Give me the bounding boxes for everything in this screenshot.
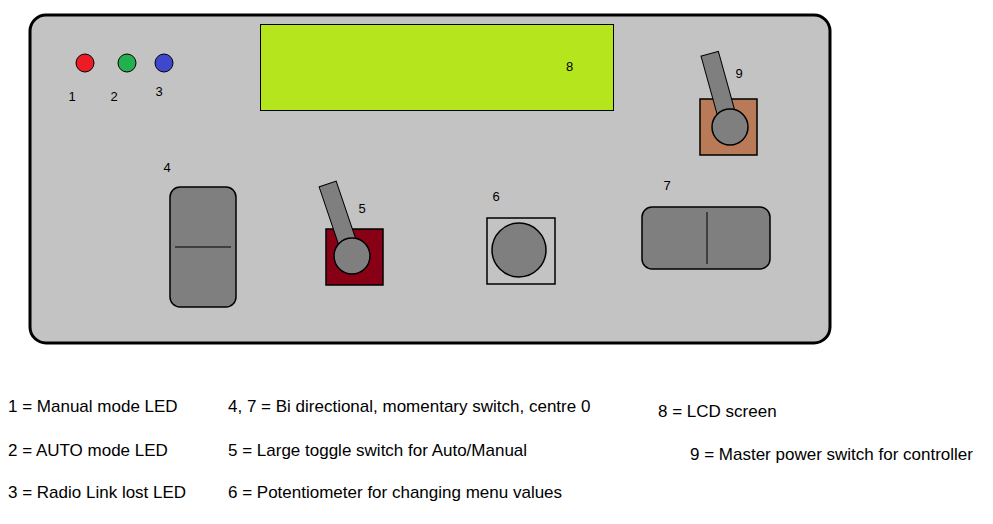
note-text: 9 = Master power switch for controller — [690, 445, 973, 465]
rocker-centre-line — [707, 212, 708, 264]
note-text: 8 = LCD screen — [658, 402, 777, 422]
callout-number: 2 — [110, 89, 117, 105]
callout-number: 3 — [155, 84, 162, 100]
auto-led — [118, 54, 136, 72]
callout-number: 1 — [68, 89, 75, 105]
callout-number: 5 — [358, 201, 365, 217]
rocker-centre-line — [175, 247, 231, 248]
manual-led — [76, 54, 94, 72]
note-text: 6 = Potentiometer for changing menu valu… — [228, 483, 562, 503]
pot-knob — [492, 223, 546, 277]
callout-number: 9 — [735, 66, 742, 82]
callout-number: 4 — [163, 160, 170, 176]
callout-number: 7 — [663, 178, 670, 194]
note-text: 3 = Radio Link lost LED — [8, 483, 186, 503]
callout-number: 6 — [492, 189, 499, 205]
panel-housing — [30, 15, 830, 343]
note-text: 5 = Large toggle switch for Auto/Manual — [228, 441, 527, 461]
rocker-switch — [170, 187, 236, 307]
lcd-screen: 8 — [260, 24, 614, 111]
note-text: 4, 7 = Bi directional, momentary switch,… — [228, 397, 590, 417]
toggle-pivot — [334, 238, 370, 274]
rocker-switch — [642, 207, 770, 269]
toggle-pivot — [712, 109, 748, 145]
link-lost-led — [155, 54, 173, 72]
callout-number: 8 — [566, 59, 573, 75]
note-text: 1 = Manual mode LED — [8, 397, 178, 417]
note-text: 2 = AUTO mode LED — [8, 441, 168, 461]
pot-base — [487, 218, 555, 284]
